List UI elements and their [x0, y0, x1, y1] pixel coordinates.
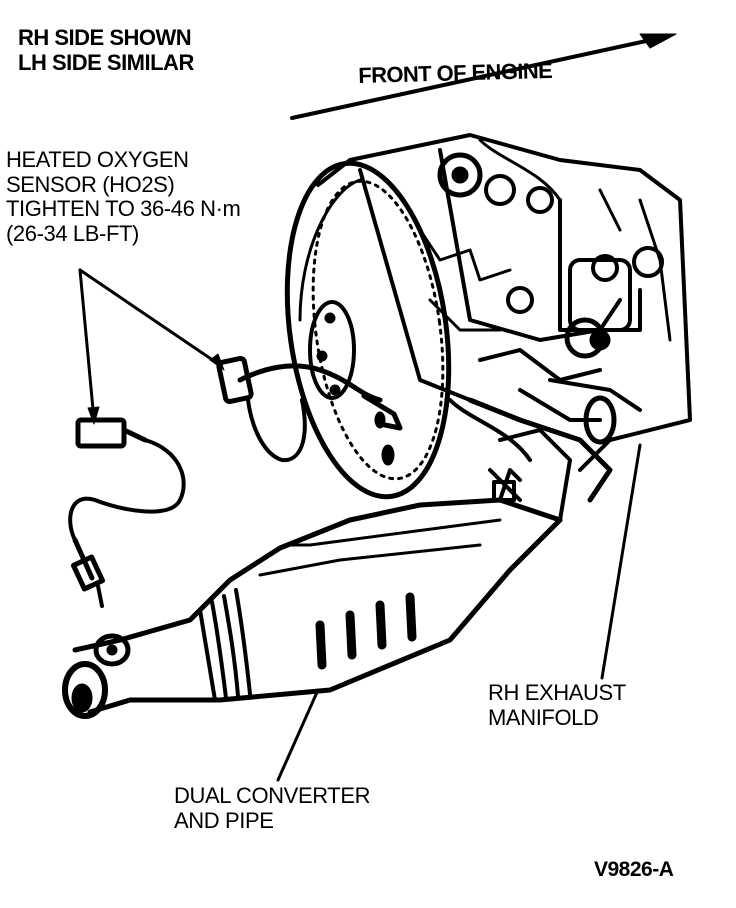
sensor-label-line: HEATED OXYGEN [6, 147, 189, 172]
sensor-label-line: TIGHTEN TO 36-46 N·m [6, 196, 241, 222]
manifold-label-line: RH EXHAUST [488, 680, 626, 705]
figure-code: V9826-A [594, 858, 674, 881]
oxygen-sensor-lower [68, 417, 186, 608]
manifold-label-line: MANIFOLD [488, 704, 599, 730]
front-of-engine-label: FRONT OF ENGINE [357, 57, 553, 88]
converter-label-line: DUAL CONVERTER [174, 783, 371, 808]
side-note-line: RH SIDE SHOWN [18, 25, 192, 50]
leader-lines [78, 268, 642, 782]
side-note-label: RH SIDE SHOWN LH SIDE SIMILAR [18, 25, 194, 75]
converter-label: DUAL CONVERTER AND PIPE [174, 783, 371, 833]
sensor-label-line: (26-34 LB-FT) [6, 220, 139, 246]
converter-pipe [62, 468, 563, 719]
oxygen-sensor-label: HEATED OXYGEN SENSOR (HO2S) TIGHTEN TO 3… [6, 147, 241, 247]
sensor-label-line: SENSOR (HO2S) [6, 171, 175, 197]
converter-label-line: AND PIPE [174, 807, 274, 833]
side-note-line: LH SIDE SIMILAR [18, 49, 194, 75]
oxygen-sensor-upper [216, 355, 403, 463]
engine-block [316, 133, 692, 472]
exhaust-manifold-label: RH EXHAUST MANIFOLD [488, 680, 626, 730]
front-arrow [290, 33, 677, 120]
